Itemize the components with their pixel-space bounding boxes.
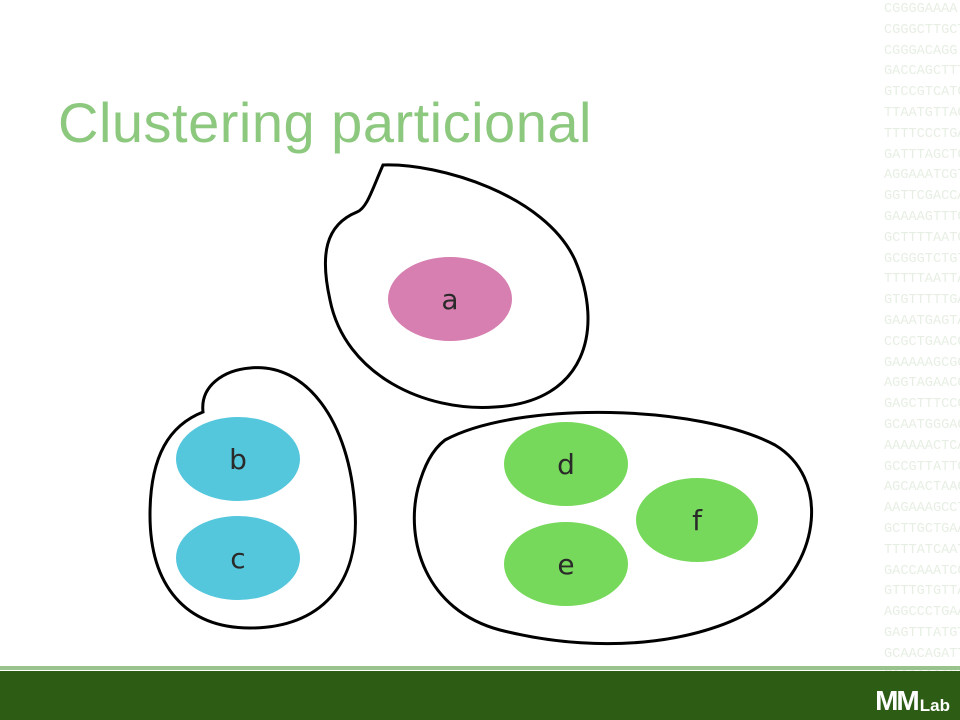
mmlab-logo: MM Lab <box>875 682 950 716</box>
node-e-label: e <box>557 548 574 581</box>
node-c-label: c <box>230 542 245 575</box>
footer-bar <box>0 671 960 720</box>
node-e-shape <box>504 522 628 606</box>
node-b-label: b <box>229 443 247 476</box>
logo-mm-text: MM <box>875 685 920 716</box>
node-c-shape <box>176 516 300 600</box>
node-d-shape <box>504 422 628 506</box>
slide-title: Clustering particional <box>58 90 592 154</box>
logo-lab-text: Lab <box>919 696 950 715</box>
node-f-shape <box>636 478 758 562</box>
cluster-outline-left <box>148 366 357 630</box>
node-e: e <box>504 522 628 606</box>
node-d-label: d <box>557 448 575 481</box>
footer-divider-line <box>0 666 960 670</box>
node-d: d <box>504 422 628 506</box>
cluster-outline-right <box>412 410 814 646</box>
node-f-label: f <box>692 504 703 537</box>
node-c: c <box>176 516 300 600</box>
dna-sequence-background: CGGGGAAAA CGGGCTTGCT CGGGACAGG GACCAGCTT… <box>884 2 960 672</box>
node-f: f <box>636 478 758 562</box>
node-a-shape <box>388 257 512 341</box>
node-a: a <box>388 257 512 341</box>
cluster-outline-top <box>323 163 590 409</box>
node-b-shape <box>176 417 300 501</box>
node-a-label: a <box>441 283 458 316</box>
node-b: b <box>176 417 300 501</box>
